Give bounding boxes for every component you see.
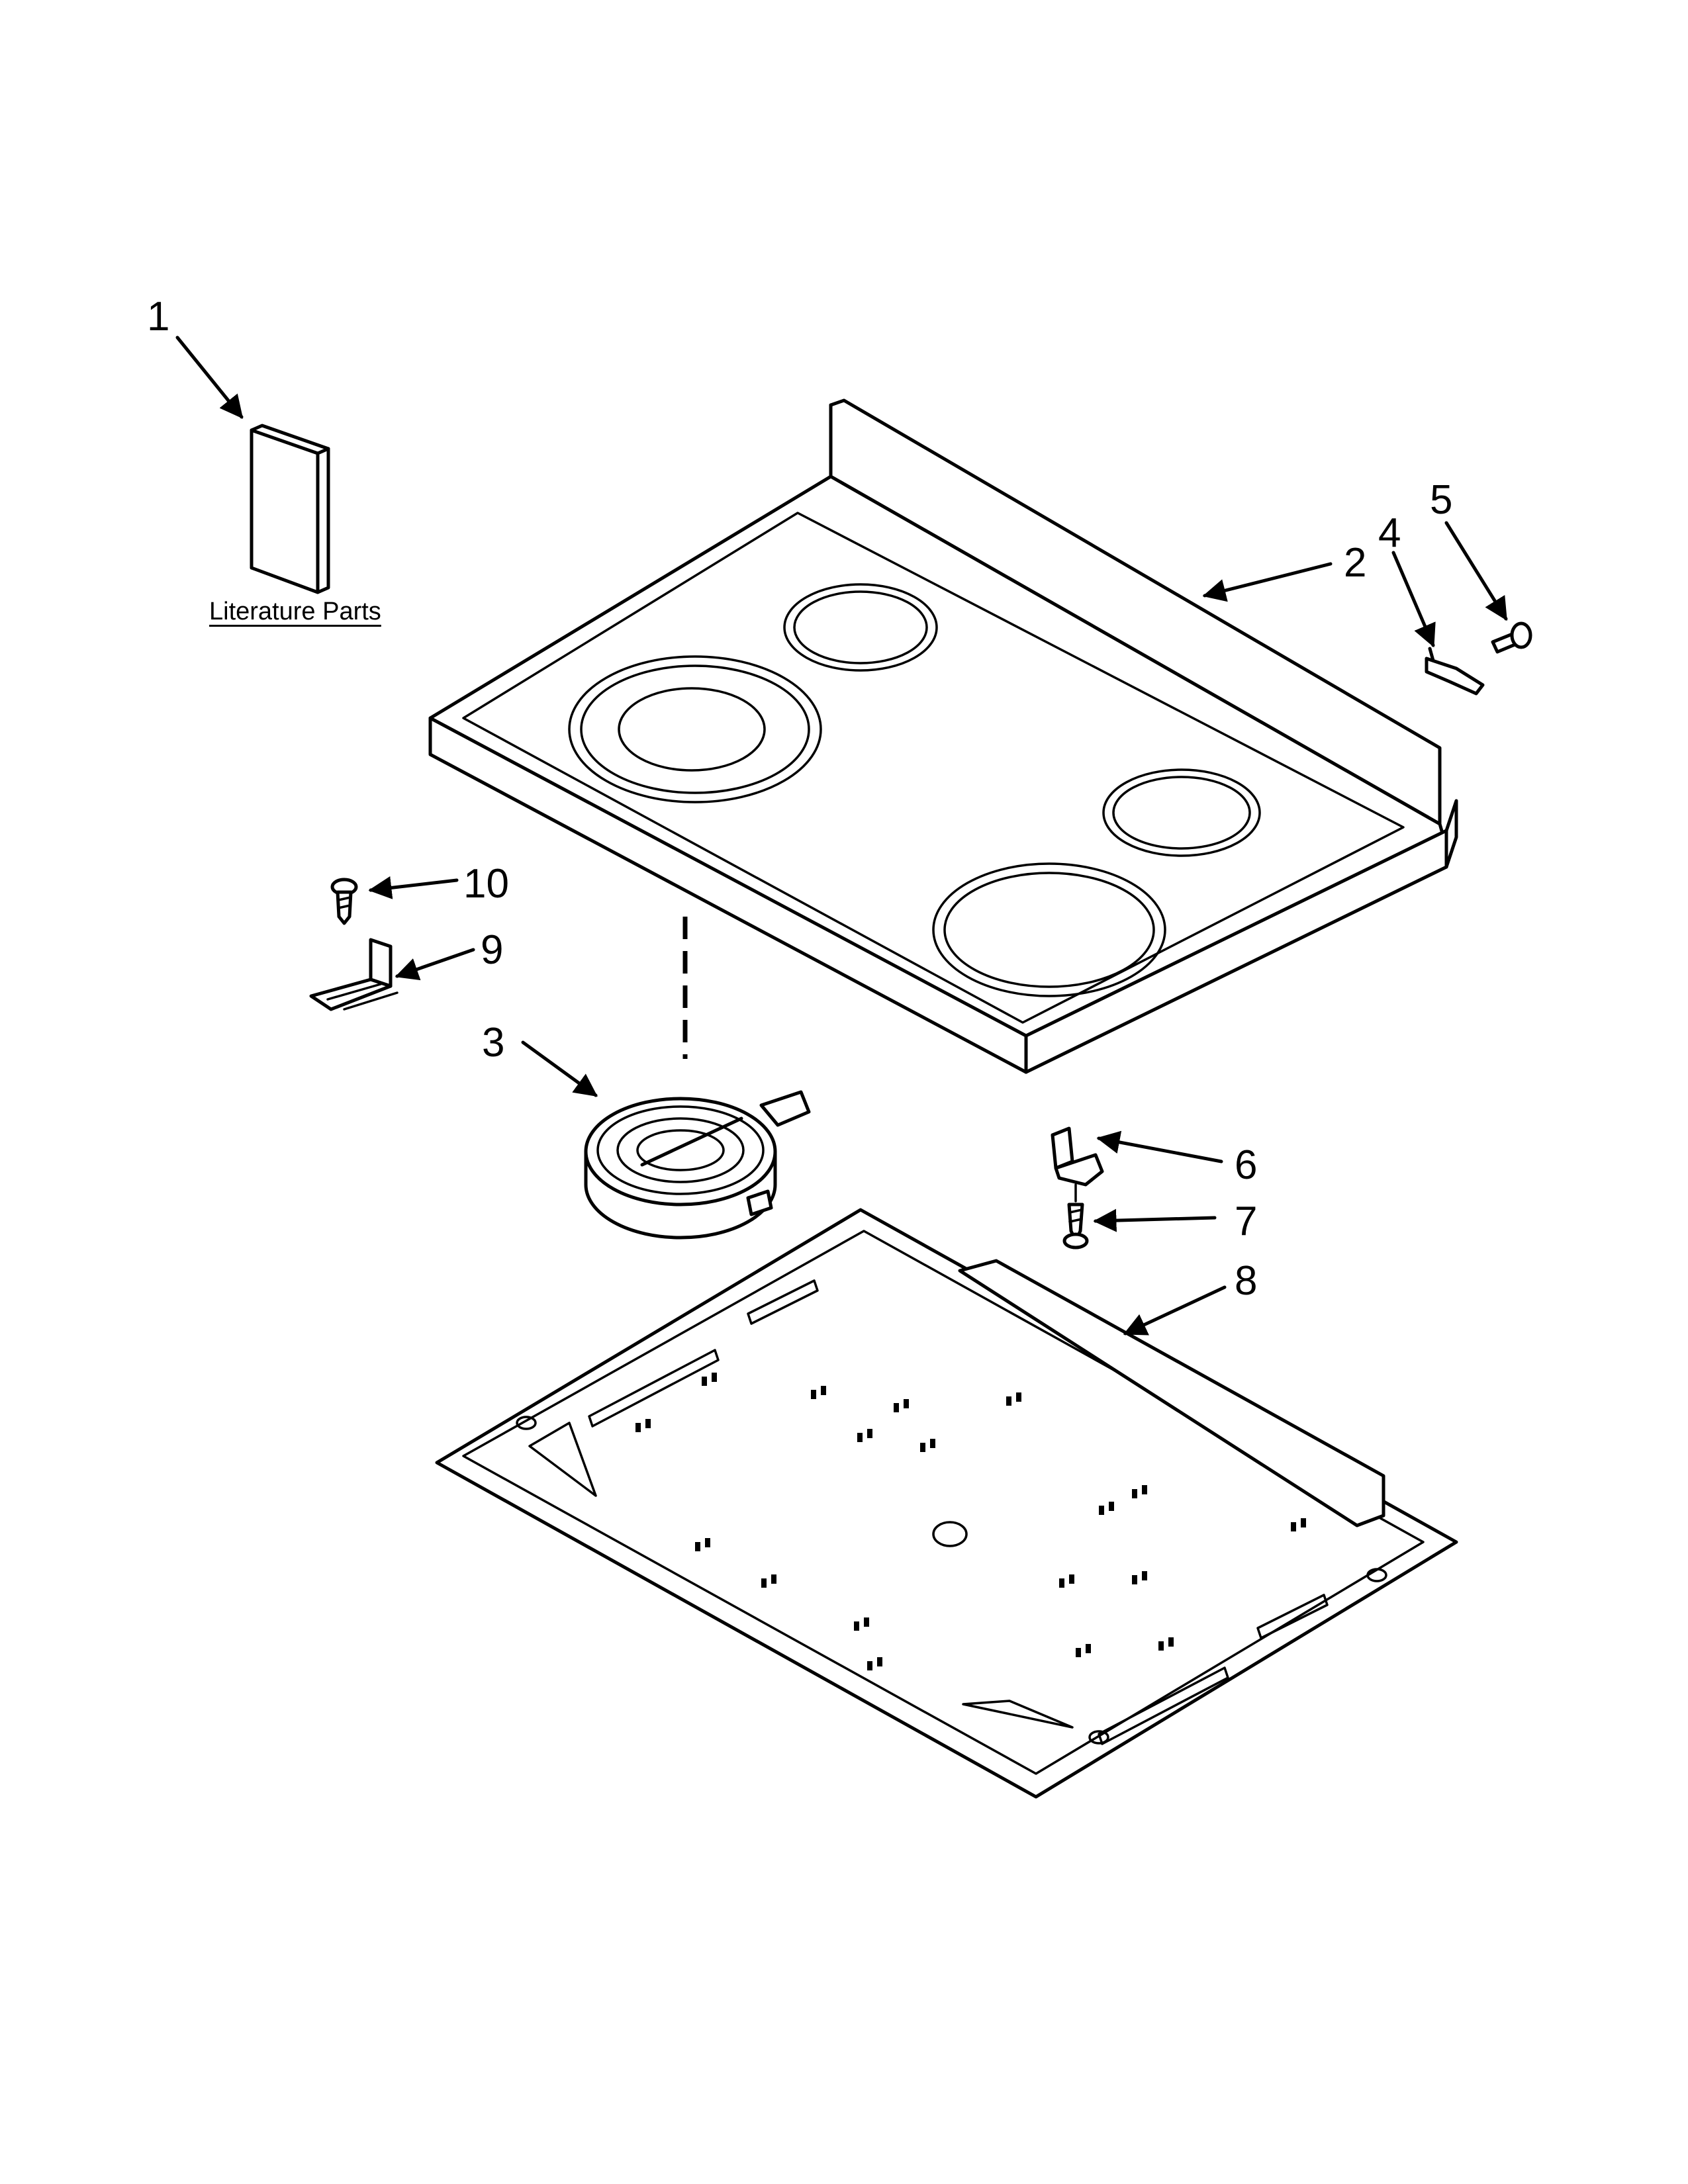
cooktop-main-top <box>428 398 1458 1074</box>
screw-part-10 <box>330 878 358 925</box>
bracket-part-6 <box>1051 1126 1104 1187</box>
callout-5: 5 <box>1430 477 1453 523</box>
leader-7 <box>1093 1208 1217 1232</box>
leader-5 <box>1444 521 1508 621</box>
callout-3: 3 <box>482 1020 505 1066</box>
callout-1: 1 <box>147 294 170 340</box>
radiant-element <box>584 1090 811 1240</box>
bracket-part-4 <box>1425 647 1485 696</box>
screw-part-5 <box>1491 621 1532 654</box>
leader-6 <box>1096 1130 1223 1163</box>
burner-box <box>435 1208 1458 1799</box>
leader-2 <box>1202 562 1333 602</box>
callout-10: 10 <box>463 861 509 907</box>
callout-7: 7 <box>1235 1199 1258 1244</box>
leader-8 <box>1123 1285 1227 1336</box>
callout-4: 4 <box>1378 510 1401 556</box>
clip-part-9 <box>309 938 399 1011</box>
leader-4 <box>1391 551 1436 648</box>
callout-2: 2 <box>1344 540 1367 586</box>
callout-6: 6 <box>1235 1142 1258 1188</box>
callout-9: 9 <box>481 927 504 973</box>
leader-1 <box>175 336 244 419</box>
leader-3 <box>521 1040 598 1097</box>
leader-10 <box>368 876 459 899</box>
literature-booklet <box>250 424 330 594</box>
literature-parts-caption: Literature Parts <box>209 598 381 625</box>
screw-part-7 <box>1062 1183 1089 1250</box>
callout-8: 8 <box>1235 1258 1258 1304</box>
leader-9 <box>395 948 475 981</box>
